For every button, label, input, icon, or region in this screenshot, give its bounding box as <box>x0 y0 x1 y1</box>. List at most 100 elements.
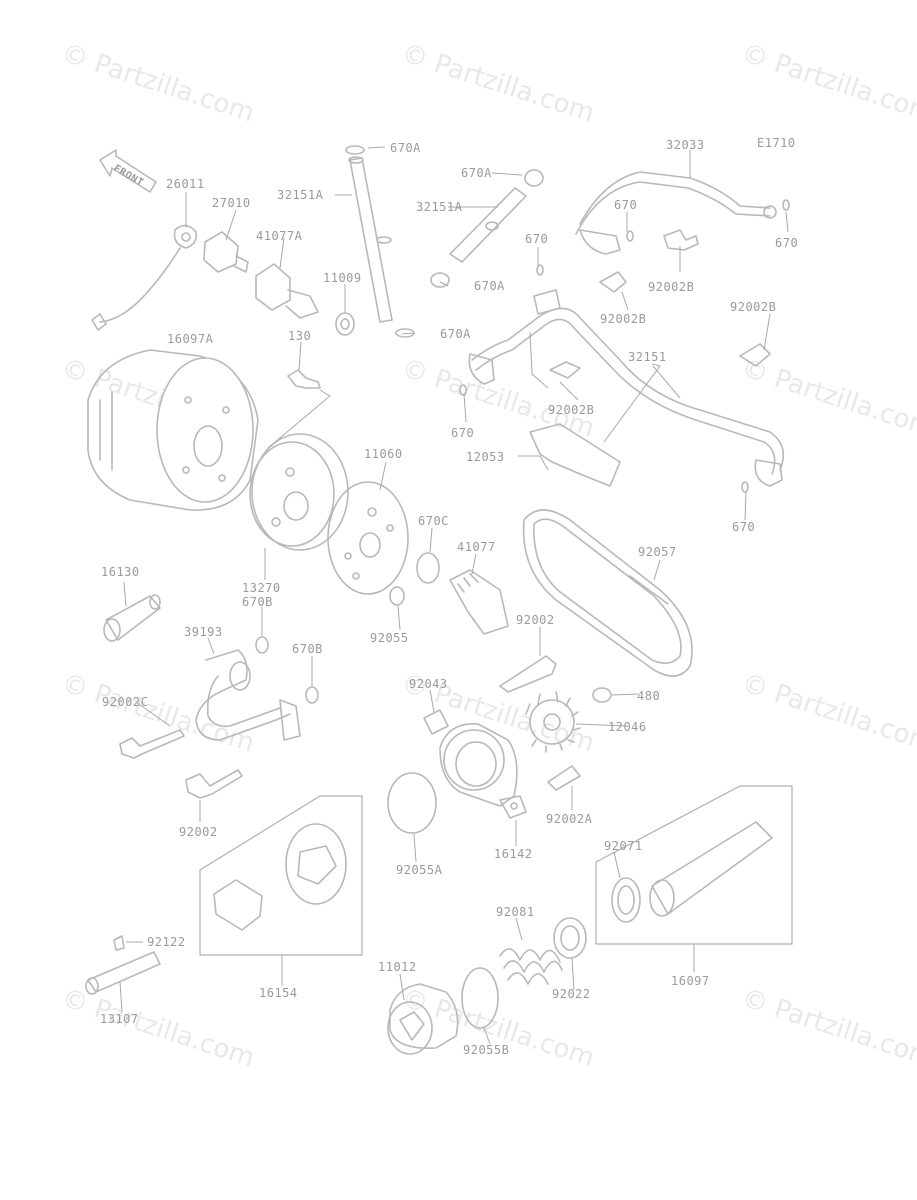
watermarks: © Partzilla.com © Partzilla.com © Partzi… <box>58 38 917 1074</box>
label-41077a: 41077A <box>256 229 303 243</box>
label-92022: 92022 <box>552 987 591 1001</box>
watermark-2: © Partzilla.com <box>398 38 598 129</box>
spring-92081 <box>499 948 563 985</box>
oring-92055 <box>389 586 405 606</box>
label-16097a: 16097A <box>167 332 214 346</box>
label-670-2: 670 <box>525 232 548 246</box>
chain-92057 <box>522 509 693 677</box>
label-11009: 11009 <box>323 271 362 285</box>
label-92055: 92055 <box>370 631 409 645</box>
label-92057: 92057 <box>638 545 677 559</box>
washer-92022 <box>553 917 587 959</box>
oring-92055b <box>461 967 499 1029</box>
label-480: 480 <box>637 689 660 703</box>
label-39193: 39193 <box>184 625 223 639</box>
label-92081: 92081 <box>496 905 535 919</box>
bolt-92002b-2 <box>599 271 627 293</box>
fitting-41077a <box>255 263 319 319</box>
bolt-92002-lower <box>185 769 243 799</box>
sprocket-12046 <box>525 691 581 753</box>
part-labels: E1710 670A 32151A 670A 32151A 670A 670A … <box>100 136 798 1057</box>
box-16154 <box>199 795 363 956</box>
plate-13270 <box>249 433 349 551</box>
label-92043: 92043 <box>409 677 448 691</box>
label-92002a: 92002A <box>546 812 593 826</box>
washer-11009-inner <box>340 318 350 330</box>
pump-housing-16142 <box>439 723 527 819</box>
watermark-7: © Partzilla.com <box>58 668 258 759</box>
label-32151a-2: 32151A <box>416 200 463 214</box>
label-670b-2: 670B <box>292 642 323 656</box>
label-92055a: 92055A <box>396 863 443 877</box>
label-670a-4: 670A <box>440 327 471 341</box>
label-11060: 11060 <box>364 447 403 461</box>
label-670-4: 670 <box>451 426 474 440</box>
label-92002c: 92002C <box>102 695 148 709</box>
label-16130: 16130 <box>101 565 140 579</box>
watermark-3: © Partzilla.com <box>738 38 917 129</box>
washer-92022-inner <box>560 925 580 951</box>
oring-670b-2 <box>305 686 319 704</box>
bolt-92002b-3 <box>739 343 771 367</box>
watermark-1: © Partzilla.com <box>58 38 258 129</box>
label-670b-1: 670B <box>242 595 273 609</box>
label-92071: 92071 <box>604 839 643 853</box>
bolt-92002c <box>119 729 185 759</box>
leader-lines <box>119 146 789 1045</box>
label-670-5: 670 <box>732 520 755 534</box>
bolt-92002-pump <box>499 655 557 693</box>
label-12053: 12053 <box>466 450 505 464</box>
label-16097: 16097 <box>671 974 710 988</box>
label-32033: 32033 <box>666 138 705 152</box>
pipe-39193 <box>195 649 301 741</box>
label-670-3: 670 <box>775 236 798 250</box>
front-arrow-icon: FRONT <box>99 149 157 193</box>
label-92122: 92122 <box>147 935 186 949</box>
label-92055b: 92055B <box>463 1043 509 1057</box>
tube-32151a-left <box>345 145 415 338</box>
part-16130 <box>103 594 161 642</box>
oring-670-top <box>536 264 544 276</box>
front-label: FRONT <box>112 163 146 189</box>
label-92002b-2: 92002B <box>600 312 646 326</box>
label-32151a-1: 32151A <box>277 188 324 202</box>
label-26011: 26011 <box>166 177 205 191</box>
label-27010: 27010 <box>212 196 251 210</box>
watermark-9: © Partzilla.com <box>738 668 917 759</box>
bolt-92002b-4 <box>549 361 581 379</box>
oring-480 <box>592 687 612 703</box>
label-130: 130 <box>288 329 311 343</box>
oil-filter-16097a <box>87 349 259 511</box>
bolt-92002a <box>547 765 581 791</box>
pin-92122 <box>113 935 125 951</box>
label-13270: 13270 <box>242 581 281 595</box>
label-92002-1: 92002 <box>516 613 555 627</box>
label-16154: 16154 <box>259 986 298 1000</box>
oil-pressure-switch <box>91 224 198 331</box>
bracket-12053 <box>529 423 621 487</box>
label-12046: 12046 <box>608 720 647 734</box>
oil-pipe-32033 <box>575 171 790 255</box>
gasket-11060 <box>327 481 409 595</box>
washer-11009 <box>335 312 355 336</box>
label-92002b-3: 92002B <box>730 300 776 314</box>
oring-670c <box>416 552 440 584</box>
oring-92055a <box>387 772 437 834</box>
shaft-13107 <box>85 951 161 995</box>
label-41077: 41077 <box>457 540 496 554</box>
label-670a-2: 670A <box>461 166 492 180</box>
figure-code: E1710 <box>757 136 796 150</box>
label-670a-1: 670A <box>390 141 421 155</box>
oring-670b-1 <box>255 636 269 654</box>
tube-32151a-right <box>430 169 544 288</box>
box-16097 <box>595 785 793 945</box>
watermark-5: © Partzilla.com <box>398 353 598 444</box>
label-92002b-1: 92002B <box>648 280 694 294</box>
bolt-92002b-1 <box>663 229 699 251</box>
pin-92043 <box>423 709 449 735</box>
watermark-12: © Partzilla.com <box>738 983 917 1074</box>
oil-pipe-32151 <box>459 289 785 493</box>
label-11012: 11012 <box>378 960 417 974</box>
